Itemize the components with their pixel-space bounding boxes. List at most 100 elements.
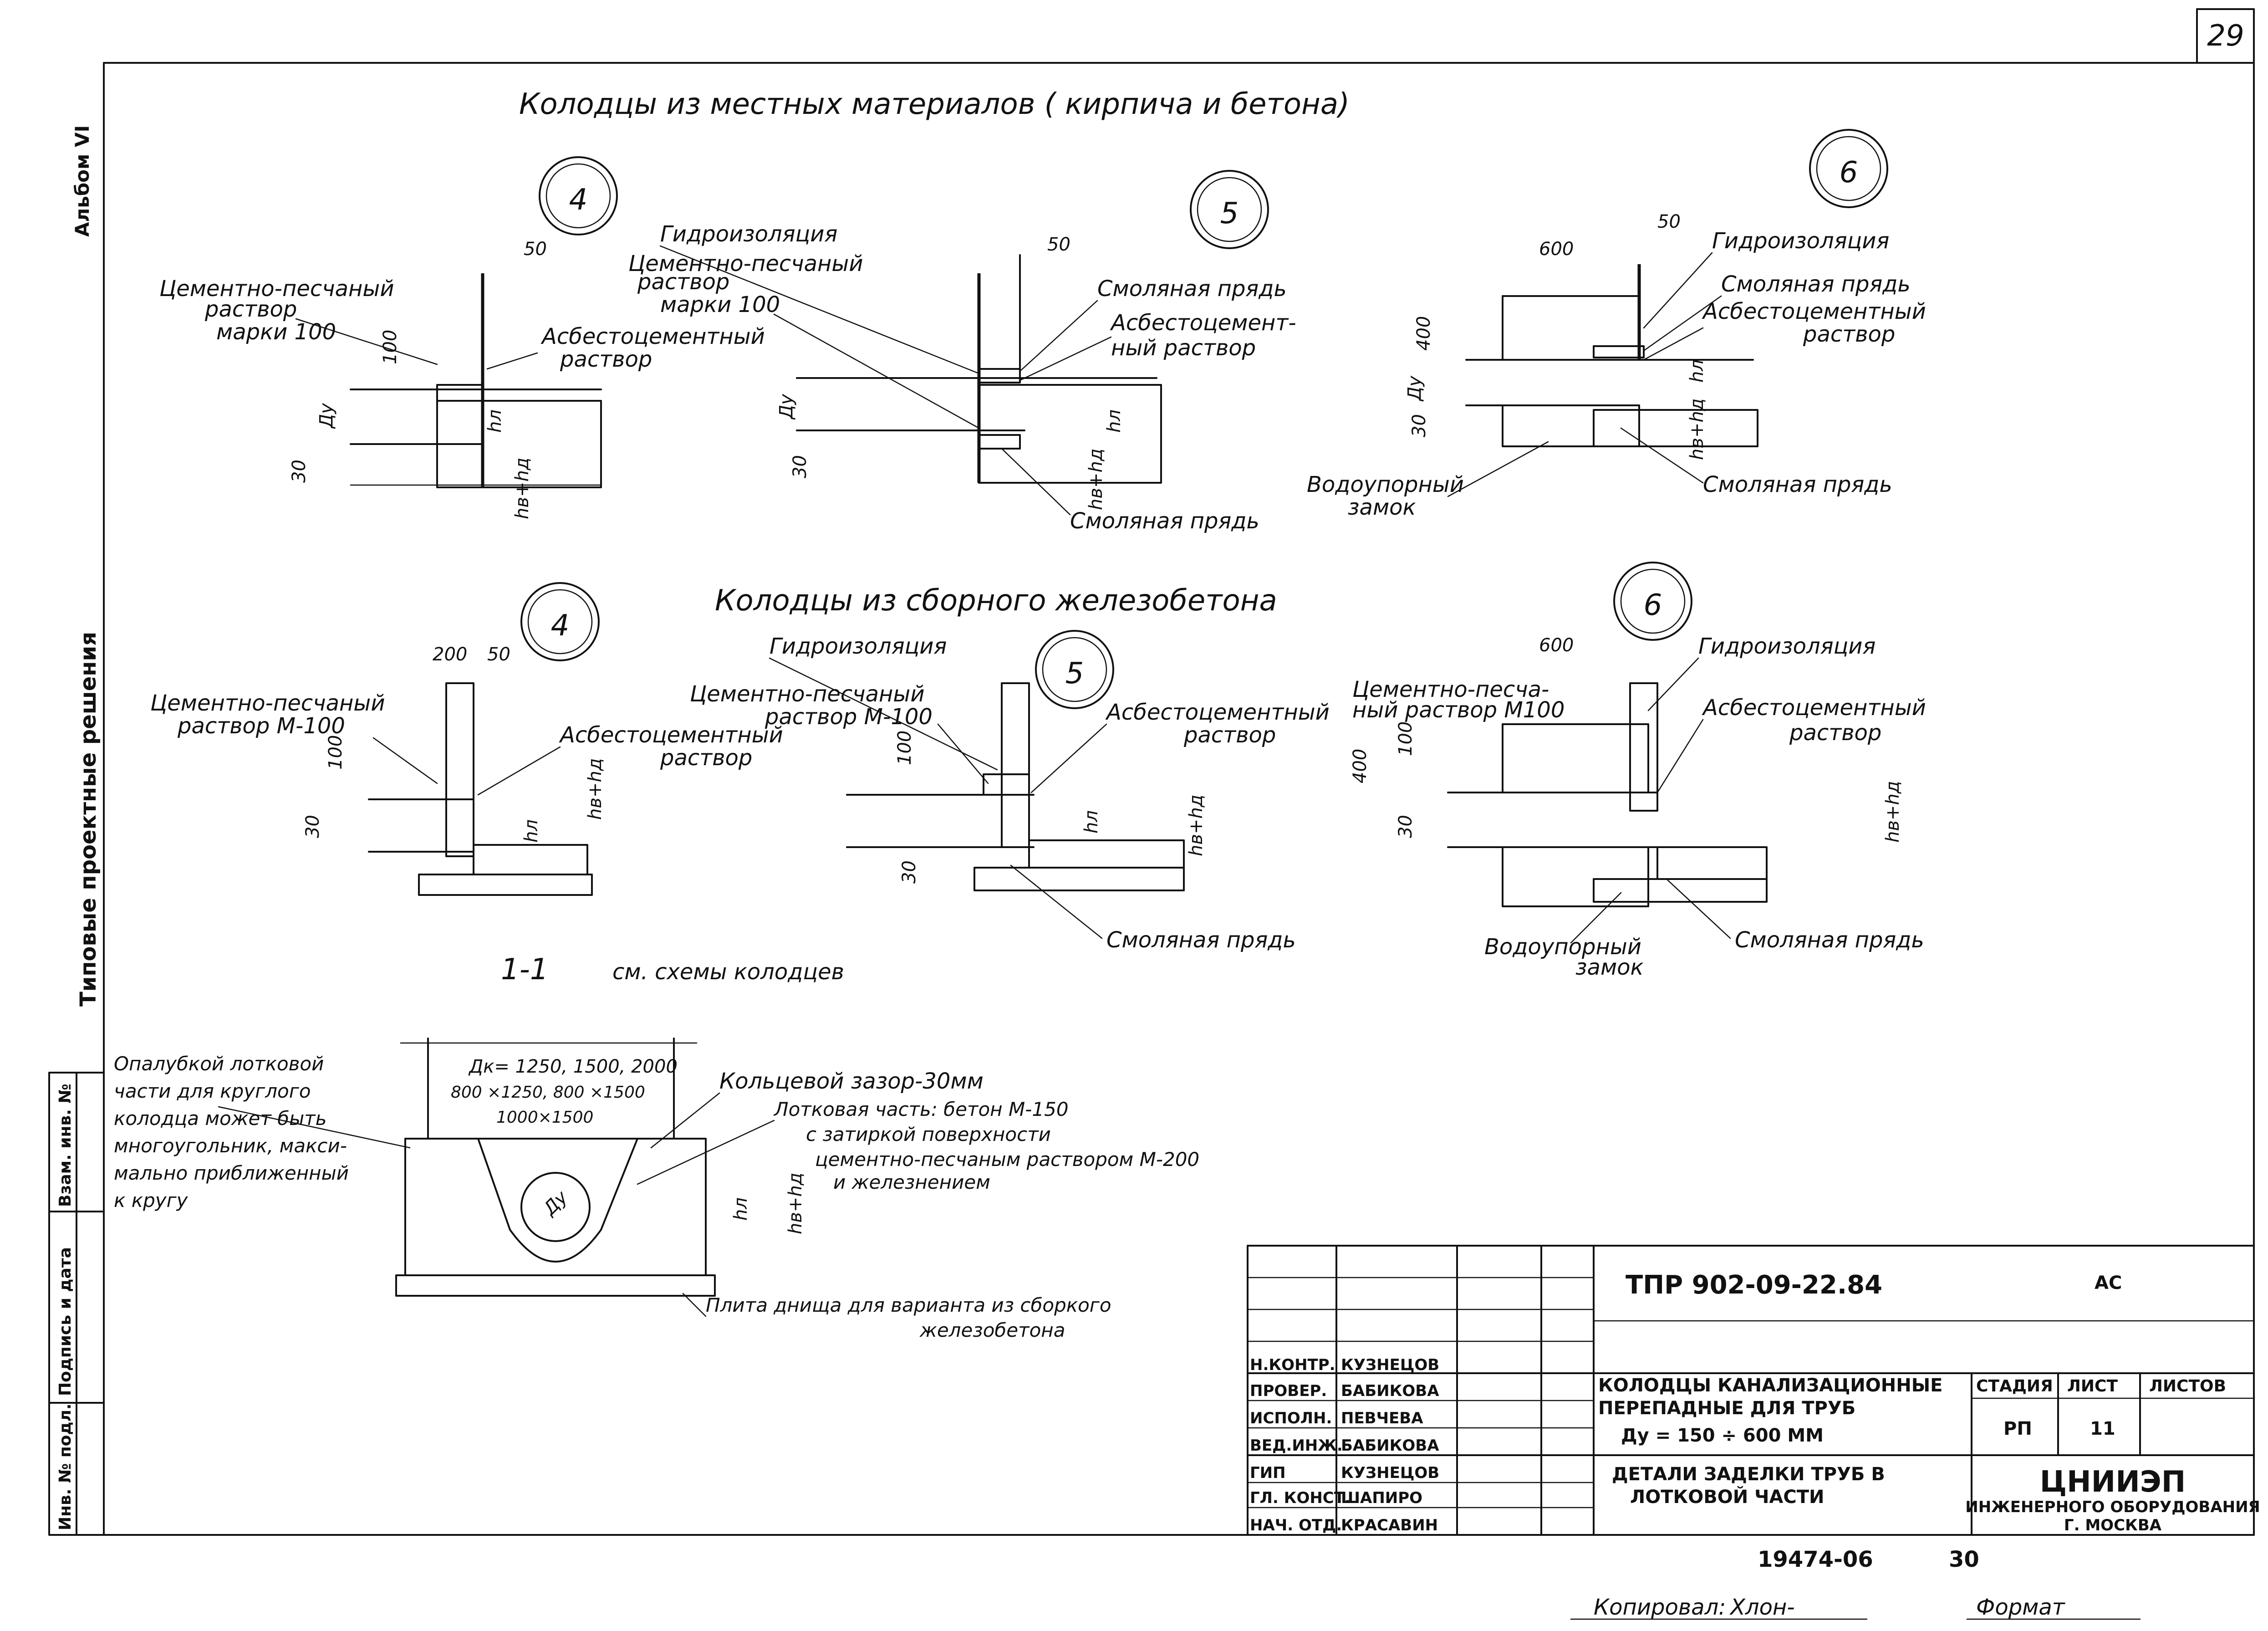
svg-text:30: 30 <box>1395 815 1416 838</box>
svg-text:200: 200 <box>433 644 467 665</box>
detail-5-precast: 5 100 30 hл hв+hд Гидроизоляция Цементно… <box>690 630 1330 953</box>
detail-4-local: 4 50 100 Ду 30 hл hв+hд Цементно-песчаны… <box>159 156 765 519</box>
svg-text:раствор: раствор <box>660 745 752 771</box>
svg-text:30: 30 <box>1409 414 1430 437</box>
svg-text:50: 50 <box>1047 234 1070 255</box>
svg-text:100: 100 <box>325 735 346 770</box>
svg-text:Г. МОСКВА: Г. МОСКВА <box>2064 1516 2162 1534</box>
detail-number: 5 <box>1065 657 1084 690</box>
svg-text:ШАПИРО: ШАПИРО <box>1341 1489 1422 1507</box>
svg-text:ИНЖЕНЕРНОГО ОБОРУДОВАНИЯ: ИНЖЕНЕРНОГО ОБОРУДОВАНИЯ <box>1965 1498 2260 1516</box>
svg-text:КРАСАВИН: КРАСАВИН <box>1341 1516 1438 1534</box>
svg-text:hл: hл <box>1687 359 1707 383</box>
svg-text:Ду: Ду <box>1404 375 1425 402</box>
svg-text:Асбестоцементный: Асбестоцементный <box>1105 700 1330 725</box>
svg-text:Опалубкой лотковой: Опалубкой лотковой <box>114 1053 324 1075</box>
svg-text:ЛОТКОВОЙ ЧАСТИ: ЛОТКОВОЙ ЧАСТИ <box>1630 1486 1825 1508</box>
section-1-1-drawing: Ду hл hв+hд Дк= 1250, 1500, 2000 800 ×12… <box>114 1038 1199 1341</box>
svg-text:Ду: Ду <box>539 1186 572 1220</box>
svg-text:Асбестоцемент-: Асбестоцемент- <box>1110 310 1296 336</box>
svg-text:ДЕТАЛИ ЗАДЕЛКИ ТРУБ В: ДЕТАЛИ ЗАДЕЛКИ ТРУБ В <box>1612 1464 1885 1485</box>
detail-number: 4 <box>551 609 570 643</box>
svg-text:hв+hд: hв+hд <box>512 458 533 519</box>
svg-text:Гидроизоляция: Гидроизоляция <box>1712 228 1889 254</box>
svg-text:КОЛОДЦЫ КАНАЛИЗАЦИОННЫЕ: КОЛОДЦЫ КАНАЛИЗАЦИОННЫЕ <box>1598 1375 1943 1396</box>
svg-text:железобетона: железобетона <box>919 1319 1065 1341</box>
copied-label: Копировал: <box>1594 1595 1726 1620</box>
svg-text:hв+hд: hв+hд <box>1882 781 1903 843</box>
page-number-box <box>2196 8 2255 64</box>
title-local-materials: Колодцы из местных материалов ( кирпича … <box>519 87 1350 121</box>
svg-text:колодца может быть: колодца может быть <box>114 1107 326 1130</box>
see-schemes-note: см. схемы колодцев <box>612 959 844 985</box>
detail-4-precast: 4 200 50 100 30 hл hв+hд Цементно-песчан… <box>150 582 783 896</box>
title-block: ТПР 902-09-22.84 АС Н.КОНТР. ПРОВЕР. ИСП… <box>1247 1245 2260 1536</box>
svg-text:Дк= 1250, 1500, 2000: Дк= 1250, 1500, 2000 <box>468 1056 678 1077</box>
svg-text:Смоляная прядь: Смоляная прядь <box>1106 927 1296 953</box>
svg-text:ЛИСТ: ЛИСТ <box>2067 1377 2118 1396</box>
svg-text:Гидроизоляция: Гидроизоляция <box>770 634 947 659</box>
svg-text:марки 100: марки 100 <box>660 292 780 317</box>
svg-text:ЛИСТОВ: ЛИСТОВ <box>2149 1377 2226 1396</box>
page-number: 29 <box>2207 19 2244 53</box>
detail-number: 5 <box>1220 197 1239 230</box>
svg-text:600: 600 <box>1539 239 1574 260</box>
format-label: Формат <box>1976 1595 2066 1620</box>
svg-text:100: 100 <box>1395 721 1416 756</box>
svg-text:50: 50 <box>487 644 510 665</box>
svg-text:30: 30 <box>899 860 920 884</box>
svg-text:Ду: Ду <box>776 394 797 420</box>
svg-text:КУЗНЕЦОВ: КУЗНЕЦОВ <box>1341 1356 1439 1374</box>
svg-text:Цементно-песча-: Цементно-песча- <box>1352 677 1549 702</box>
svg-text:Цементно-песчаный: Цементно-песчаный <box>628 251 863 276</box>
svg-text:Гидроизоляция: Гидроизоляция <box>660 221 837 247</box>
svg-text:ГЛ. КОНСТ.: ГЛ. КОНСТ. <box>1250 1489 1351 1507</box>
svg-text:Цементно-песчаный: Цементно-песчаный <box>690 681 925 707</box>
svg-text:марки 100: марки 100 <box>216 319 336 345</box>
svg-text:БАБИКОВА: БАБИКОВА <box>1341 1437 1439 1455</box>
album-label: Альбом VI <box>71 125 93 237</box>
svg-text:hл: hл <box>1104 409 1125 433</box>
svg-text:800 ×1250, 800 ×1500: 800 ×1250, 800 ×1500 <box>451 1083 645 1102</box>
svg-text:ПРОВЕР.: ПРОВЕР. <box>1250 1382 1327 1400</box>
svg-text:НАЧ. ОТД.: НАЧ. ОТД. <box>1250 1516 1342 1534</box>
svg-text:Ду = 150 ÷ 600 ММ: Ду = 150 ÷ 600 ММ <box>1621 1425 1824 1446</box>
detail-number: 6 <box>1840 156 1858 189</box>
svg-text:Водоупорный: Водоупорный <box>1307 472 1464 497</box>
svg-text:Плита днища для варианта из сб: Плита днища для варианта из сборкого <box>706 1294 1111 1316</box>
svg-text:ПЕВЧЕВА: ПЕВЧЕВА <box>1341 1409 1423 1427</box>
svg-text:ный раствор М100: ный раствор М100 <box>1352 697 1565 723</box>
svg-text:раствор: раствор <box>204 297 297 322</box>
svg-text:Цементно-песчаный: Цементно-песчаный <box>159 276 394 302</box>
detail-6-local: 6 600 50 400 Ду 30 hл hв+hд Гидроизоляци… <box>1307 129 1926 520</box>
svg-text:30: 30 <box>289 460 310 483</box>
drawing-frame <box>103 62 2255 1536</box>
copied-signature: Хлон- <box>1729 1595 1795 1620</box>
svg-text:ИСПОЛН.: ИСПОЛН. <box>1250 1409 1332 1427</box>
svg-text:РП: РП <box>2003 1418 2032 1439</box>
section-1-1: 1-1 <box>501 953 549 987</box>
inventory-number: 19474-06 <box>1758 1547 1873 1572</box>
svg-text:замок: замок <box>1575 955 1644 980</box>
detail-number: 6 <box>1644 588 1662 622</box>
svg-text:Лотковая часть: бетон М-150: Лотковая часть: бетон М-150 <box>773 1098 1069 1120</box>
svg-text:600: 600 <box>1539 635 1574 656</box>
doc-mark: АС <box>2095 1273 2122 1294</box>
svg-text:раствор: раствор <box>1789 720 1881 746</box>
svg-text:раствор: раствор <box>560 347 652 372</box>
svg-text:Асбестоцементный: Асбестоцементный <box>1702 695 1926 721</box>
svg-text:мально приближенный: мально приближенный <box>114 1162 349 1184</box>
series-label: Типовые проектные решения <box>76 632 101 1007</box>
svg-text:Водоупорный: Водоупорный <box>1484 934 1641 960</box>
svg-text:цементно-песчаным раствором М-: цементно-песчаным раствором М-200 <box>815 1148 1199 1171</box>
svg-text:Смоляная прядь: Смоляная прядь <box>1703 472 1892 497</box>
svg-text:части для круглого: части для круглого <box>114 1080 311 1102</box>
svg-text:ГИП: ГИП <box>1250 1464 1286 1482</box>
svg-text:Н.КОНТР.: Н.КОНТР. <box>1250 1356 1335 1374</box>
stamp-replaced-inv: Взам. инв. № <box>56 1084 75 1207</box>
svg-text:СТАДИЯ: СТАДИЯ <box>1976 1377 2053 1396</box>
svg-text:ный раствор: ный раствор <box>1111 335 1256 361</box>
svg-text:к кругу: к кругу <box>114 1189 189 1212</box>
detail-number: 4 <box>569 183 588 217</box>
